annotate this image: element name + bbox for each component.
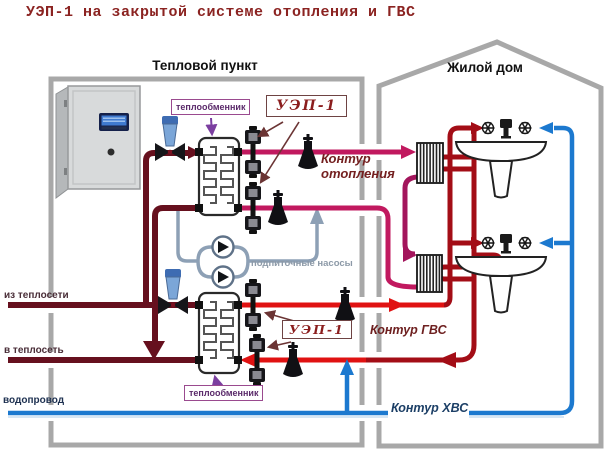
cabinet-display: [99, 113, 129, 131]
uep-device: [245, 208, 261, 234]
heat-exchanger-bottom-unit: [195, 291, 242, 375]
sink-2: [454, 256, 548, 314]
diagram-title: УЭП-1 на закрытой системе отопления и ГВ…: [26, 4, 416, 21]
arrow-into-radiator2: [403, 248, 417, 262]
faucet-2: [481, 234, 532, 254]
sink-1: [454, 141, 548, 199]
heat-exchanger-top-unit: [195, 136, 242, 217]
section-label-house: Жилой дом: [447, 60, 523, 75]
faucet-handle-icon: [518, 121, 532, 135]
arrow-cold-to-faucet1: [539, 122, 553, 134]
arrow-hot-to-faucet1: [471, 122, 484, 134]
uep-device: [245, 279, 261, 305]
label-cold-water-circuit: Контур ХВС: [391, 401, 469, 415]
arrow-into-radiator1: [401, 145, 416, 159]
uep-label-top: УЭП-1: [266, 95, 348, 117]
arrow-dhw-return: [437, 352, 456, 368]
pipe-dhw-riser-supply: [443, 125, 472, 308]
section-label-heat-point: Тепловой пункт: [152, 58, 258, 73]
line-valve: [268, 190, 288, 225]
pipe-radiator-link: [402, 174, 418, 257]
uep-device: [245, 182, 261, 208]
control-cabinet: [55, 85, 141, 199]
uep-device: [245, 152, 261, 178]
control-valve-bottom: [158, 269, 188, 314]
line-valves: [268, 134, 355, 377]
control-valve-top: [155, 116, 185, 161]
line-valve: [283, 342, 303, 377]
arrow-into-hx1: [188, 146, 201, 159]
heat-point-box: [48, 76, 365, 448]
line-valve: [335, 287, 355, 322]
uep-device: [249, 334, 265, 360]
arrow-return-down: [143, 341, 165, 360]
uep-device: [245, 126, 261, 152]
arrow-into-hx2: [240, 353, 256, 367]
pipe-heating-return: [238, 205, 418, 290]
label-to-network: в теплосеть: [4, 345, 64, 356]
heat-exchanger-label-top: теплообменник: [171, 99, 251, 115]
radiator-1: [416, 142, 444, 184]
makeup-flow-arrow-up: [310, 207, 324, 224]
faucet-handle-icon: [481, 236, 495, 250]
label-heating-circuit: Контур отопления: [321, 151, 395, 181]
label-arrows: [205, 117, 300, 388]
arrow-cold-makeup-up: [340, 359, 354, 375]
arrow-cold-to-faucet2: [539, 237, 553, 249]
makeup-pump-2: [211, 265, 235, 289]
uep-label-bottom: УЭП-1: [282, 320, 352, 339]
pipe-hx1-primary-return: [152, 205, 200, 343]
arrow-dhw-supply: [389, 298, 405, 312]
label-makeup-pumps: подпиточные насосы: [251, 258, 353, 269]
label-from-network: из теплосети: [4, 290, 69, 301]
radiator-2: [416, 254, 443, 293]
cabinet-knob: [107, 148, 115, 156]
heat-exchanger-label-bottom: теплообменник: [184, 385, 264, 401]
pipe-dhw-riser-return: [366, 129, 477, 363]
faucet-1: [481, 119, 532, 139]
line-valve: [298, 134, 318, 169]
cold-water-pipes: [8, 125, 575, 418]
faucet-handle-icon: [518, 236, 532, 250]
faucet-handle-icon: [481, 121, 495, 135]
makeup-pump-1: [211, 235, 235, 259]
pipe-supply-riser: [143, 150, 188, 303]
label-dhw-circuit: Контур ГВС: [370, 323, 447, 337]
pipe-cold-riser: [469, 125, 575, 416]
label-water-supply: водопровод: [3, 395, 65, 406]
arrow-hot-to-faucet2: [471, 237, 484, 249]
uep-device: [245, 305, 261, 331]
